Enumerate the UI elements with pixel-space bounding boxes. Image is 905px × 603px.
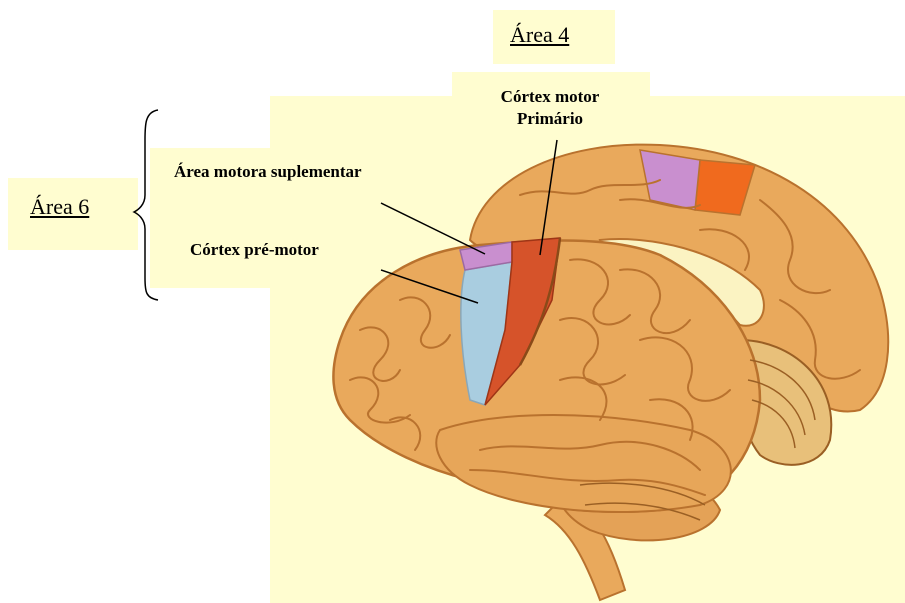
premotor-label: Córtex pré-motor xyxy=(190,240,319,260)
temporal-lobe xyxy=(436,415,731,512)
area6-label: Área 6 xyxy=(30,194,89,220)
leader-line-supplementary xyxy=(381,203,485,254)
supplementary-motor-label: Área motora suplementar xyxy=(174,162,362,182)
primary-motor-label-line1: Córtex motor xyxy=(470,86,630,108)
primary-motor-label: Córtex motor Primário xyxy=(470,86,630,130)
area6-brace xyxy=(134,110,158,300)
primary-motor-label-line2: Primário xyxy=(470,108,630,130)
area4-label: Área 4 xyxy=(510,22,569,48)
